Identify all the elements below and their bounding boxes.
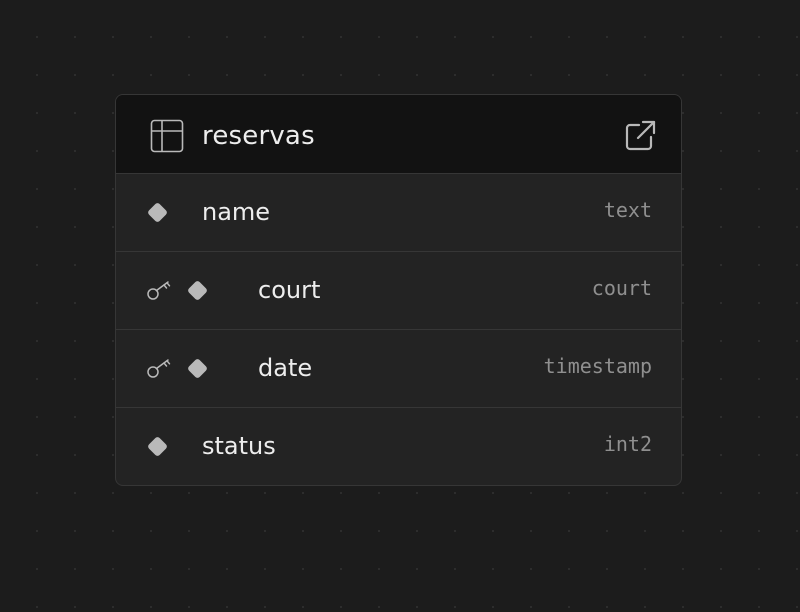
column-name: court bbox=[258, 276, 321, 304]
column-row-status[interactable]: status int2 bbox=[116, 408, 681, 485]
column-row-court[interactable]: court court bbox=[116, 252, 681, 330]
table-header: reservas bbox=[116, 95, 681, 174]
column-type: text bbox=[603, 198, 652, 222]
table-icon bbox=[150, 119, 184, 153]
column-diamond-icon bbox=[146, 435, 169, 458]
key-icon bbox=[147, 359, 171, 378]
key-icon bbox=[147, 281, 171, 300]
column-name: date bbox=[258, 354, 313, 382]
column-name: name bbox=[202, 198, 271, 226]
column-diamond-icon bbox=[186, 357, 209, 380]
table-node-card[interactable]: reservas name text court court date bbox=[115, 94, 682, 486]
column-row-name[interactable]: name text bbox=[116, 174, 681, 252]
column-row-date[interactable]: date timestamp bbox=[116, 330, 681, 408]
external-link-icon[interactable] bbox=[623, 119, 657, 153]
column-diamond-icon bbox=[186, 279, 209, 302]
column-diamond-icon bbox=[146, 201, 169, 224]
column-type: int2 bbox=[603, 432, 652, 456]
table-title: reservas bbox=[202, 121, 315, 151]
column-name: status bbox=[202, 432, 276, 460]
column-type: court bbox=[591, 276, 652, 300]
column-type: timestamp bbox=[543, 354, 652, 378]
